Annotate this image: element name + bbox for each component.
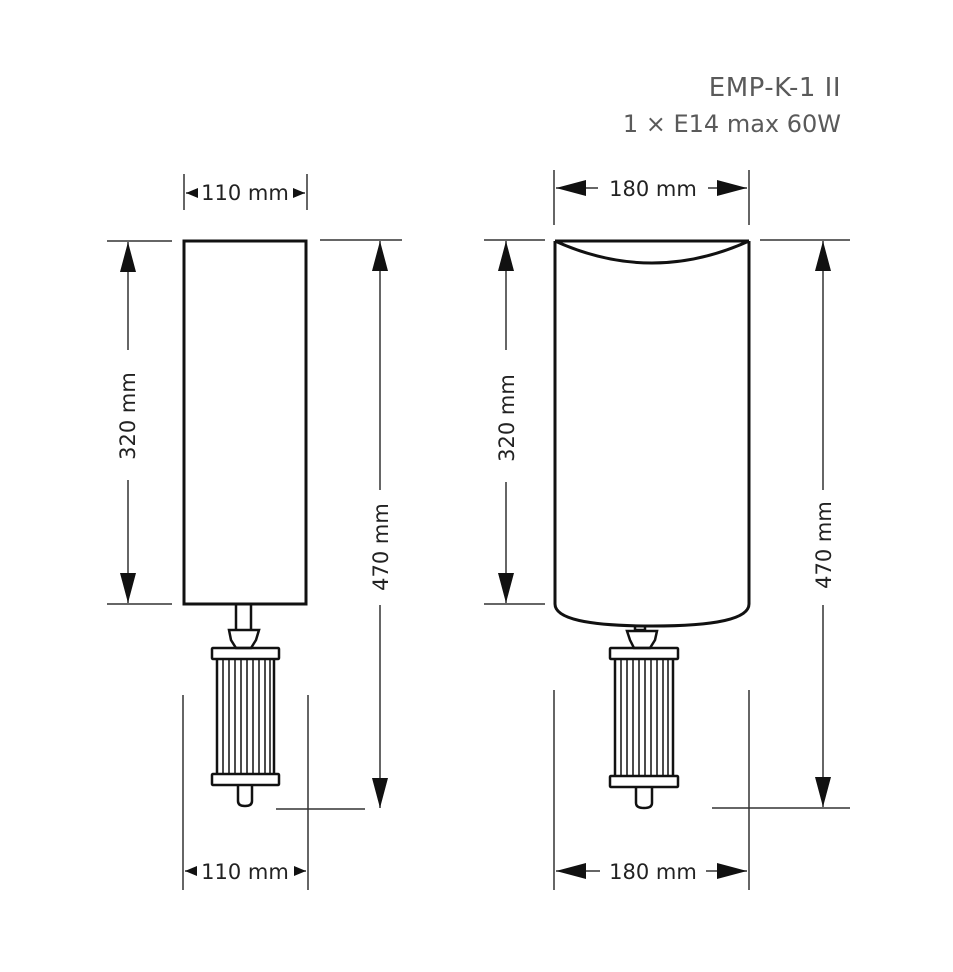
front-bottom-width-label: 180 mm	[609, 860, 697, 884]
side-top-width-label: 110 mm	[201, 181, 289, 205]
front-bottom-width-dimension	[553, 690, 750, 890]
bulb-spec: 1 × E14 max 60W	[622, 110, 841, 138]
side-top-width-dimension	[183, 174, 308, 210]
side-shade-height-label: 320 mm	[116, 372, 140, 460]
side-bottom-width-dimension	[182, 695, 309, 890]
title-block: EMP-K-1 II 1 × E14 max 60W	[623, 70, 841, 142]
side-bottom-width-label: 110 mm	[201, 860, 289, 884]
front-total-height-label: 470 mm	[812, 501, 836, 589]
front-top-width-dimension	[553, 170, 750, 225]
front-view: 180 mm 320 mm 470 mm	[484, 170, 850, 890]
front-top-width-label: 180 mm	[609, 177, 697, 201]
side-fitting	[210, 605, 281, 808]
side-total-height-label: 470 mm	[369, 503, 393, 591]
model-name: EMP-K-1 II	[708, 73, 841, 103]
side-view: 110 mm 320 mm 470 mm	[107, 174, 402, 890]
front-fitting	[608, 624, 680, 810]
front-shade-height-label: 320 mm	[495, 374, 519, 462]
side-shade	[182, 239, 308, 606]
front-shade	[553, 239, 751, 628]
